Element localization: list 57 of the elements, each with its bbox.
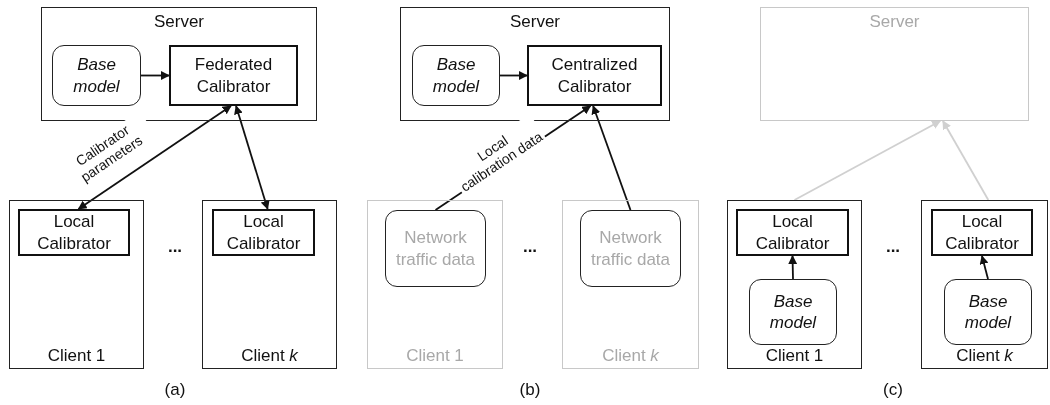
arrow	[793, 120, 942, 201]
model-box	[52, 45, 141, 106]
arrow	[140, 71, 170, 80]
node-label: Network traffic data	[394, 227, 477, 270]
calibrator-box	[527, 45, 662, 106]
node-label: Local Calibrator	[754, 211, 831, 254]
node-label: Client k	[601, 346, 660, 366]
node-label: Base model	[72, 54, 121, 97]
arrow	[499, 71, 528, 80]
arrow	[942, 120, 990, 201]
model-box	[412, 45, 500, 106]
double-arrow	[77, 105, 232, 210]
client-box	[921, 200, 1048, 369]
node-label: Client k	[955, 346, 1014, 366]
node-label: Client k	[240, 346, 299, 366]
client-box	[9, 200, 144, 369]
node-label: Base model	[768, 290, 818, 334]
client-box	[562, 200, 699, 369]
node-label: Client 1	[46, 346, 107, 366]
ellipsis: ...	[167, 237, 183, 257]
model-box	[944, 279, 1032, 345]
node-label: Local Calibrator	[225, 211, 302, 254]
node-label: Base model	[431, 54, 481, 97]
node-label: Client 1	[405, 346, 465, 366]
panel-label: (a)	[164, 380, 186, 400]
calibrator-box	[169, 45, 298, 106]
calibrator-box	[736, 209, 849, 256]
node-label: Client 1	[764, 346, 825, 366]
model-box	[749, 279, 837, 345]
panel-label: (c)	[883, 380, 903, 400]
node-label: Server	[508, 12, 562, 32]
arrow	[979, 255, 989, 280]
arrow	[788, 255, 798, 280]
panel-label: (b)	[519, 380, 541, 400]
double-arrow	[234, 105, 270, 210]
calibrator-box	[931, 209, 1033, 256]
calibrator-box	[212, 209, 315, 256]
arrow	[591, 105, 632, 211]
node-label: Local Calibrator	[36, 211, 112, 254]
node-label: Centralized Calibrator	[550, 54, 639, 97]
data-box	[580, 210, 681, 287]
node-label: Local Calibrator	[944, 211, 1020, 254]
node-label: Base model	[963, 290, 1013, 334]
data-box	[385, 210, 486, 287]
node-label: Federated Calibrator	[193, 54, 274, 97]
client-box	[727, 200, 862, 369]
ellipsis: ...	[885, 237, 901, 257]
client-box	[367, 200, 503, 369]
server-box	[400, 7, 670, 121]
server-box	[760, 7, 1029, 121]
ellipsis: ...	[522, 237, 538, 257]
server-box	[41, 7, 317, 121]
node-label: Server	[868, 12, 921, 32]
calibrator-box	[18, 209, 130, 256]
node-label: Network traffic data	[589, 227, 672, 270]
node-label: Server	[152, 12, 206, 32]
client-box	[202, 200, 337, 369]
